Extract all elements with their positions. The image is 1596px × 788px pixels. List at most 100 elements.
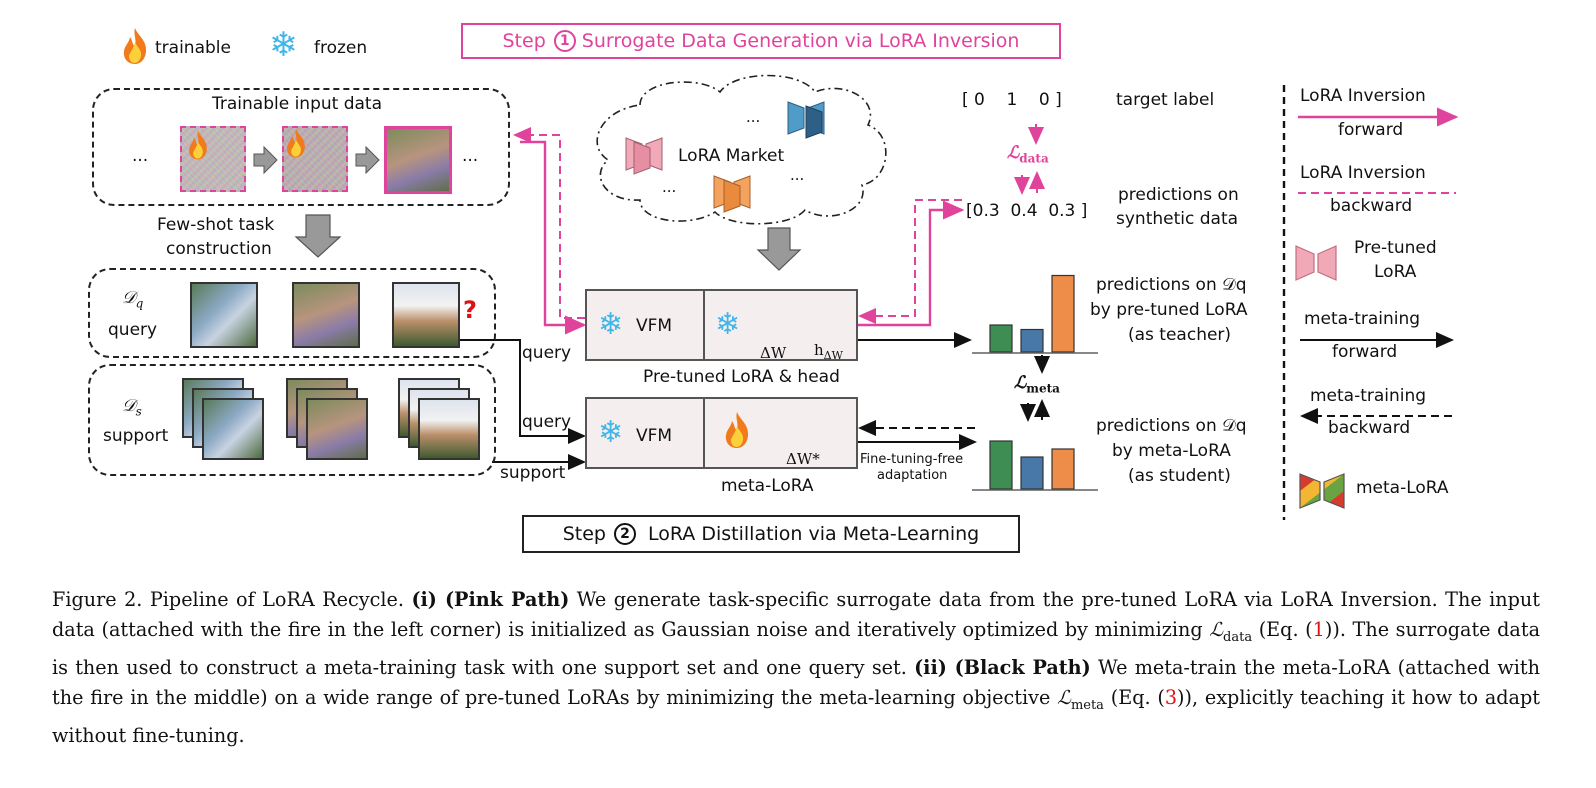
caption-black-path: (ii) (Black Path) (914, 655, 1091, 679)
market-dots-3: ... (790, 166, 805, 184)
ellipsis-left: ... (132, 146, 149, 166)
ellipsis-right: ... (462, 146, 479, 166)
key-pretuned-line2: LoRA (1374, 262, 1417, 282)
fine-tuning-label-line2: adaptation (877, 468, 948, 483)
student-bar-3 (1051, 448, 1075, 490)
snowflake-icon: ❄ (715, 307, 741, 342)
key-meta-lora-label: meta-LoRA (1356, 478, 1449, 498)
pretuned-vfm-label: VFM (636, 316, 673, 336)
step1-prefix: Step (502, 30, 546, 52)
noise-image-1 (180, 126, 246, 192)
prediction-label-line1: predictions on (1118, 185, 1239, 205)
query-set-symbol-char: 𝒟 (122, 288, 136, 308)
fire-icon (284, 128, 308, 162)
query-edge-label-2: query (522, 412, 572, 432)
pretuned-vfm-box (585, 289, 705, 361)
key-meta-forward-line1: meta-training (1304, 309, 1421, 329)
caption-part-1: Figure 2. Pipeline of LoRA Recycle. (52, 588, 412, 611)
loss-meta-char: ℒ (1014, 373, 1027, 393)
figure-caption: Figure 2. Pipeline of LoRA Recycle. (i) … (52, 585, 1540, 751)
teacher-bar-2 (1020, 328, 1044, 353)
query-set-symbol-sub: q (135, 296, 144, 311)
query-question-mark: ? (463, 296, 477, 324)
caption-part-6: )). The surrogate data is then used to c… (52, 618, 1541, 679)
meta-vfm-label: VFM (636, 426, 673, 446)
snowflake-icon: ❄ (269, 25, 298, 65)
loss-meta-sub: meta (1026, 381, 1060, 396)
query-image-1 (190, 282, 258, 348)
teacher-bar-3 (1051, 274, 1075, 353)
support-set-symbol-char: 𝒟 (122, 396, 136, 416)
loss-data-char: ℒ (1007, 143, 1020, 163)
progress-arrow-2 (355, 145, 380, 175)
few-shot-label-line1: Few-shot task (157, 215, 275, 235)
meta-vfm-box (585, 397, 705, 469)
synthetic-image (384, 126, 452, 194)
caption-loss-data: ℒ (1209, 618, 1224, 641)
student-bar-2 (1020, 456, 1044, 490)
few-shot-label-line2: construction (166, 239, 272, 259)
key-meta-lora-icon (1299, 473, 1345, 509)
step1-number: 1 (553, 30, 576, 52)
loss-meta-symbol: ℒmeta (1014, 373, 1060, 396)
key-pretuned-line1: Pre-tuned (1354, 238, 1437, 258)
caption-loss-meta: ℒ (1057, 685, 1071, 709)
inversion-forward-to-pred (858, 200, 965, 327)
head-h-char: h (814, 341, 824, 359)
meta-caption: meta-LoRA (721, 476, 814, 496)
head-h-sub: ΔW (823, 349, 843, 362)
market-dots-2: ... (662, 178, 677, 196)
step2-prefix: Step (562, 523, 606, 545)
pretuned-lora-head-box (703, 289, 858, 361)
delta-w-star-label: ΔW* (786, 450, 820, 468)
query-set-group (88, 268, 496, 358)
caption-ref-2[interactable]: 3 (1164, 685, 1178, 709)
fire-icon (120, 28, 150, 64)
caption-part-11: )), explicitly teaching it how to adapt … (52, 685, 1540, 747)
loss-data-symbol: ℒdata (1007, 143, 1049, 166)
student-label-line3: (as student) (1128, 466, 1231, 486)
query-image-3 (392, 282, 460, 348)
support-image-1c (202, 398, 264, 460)
head-delta-w-label: hΔW (814, 341, 843, 362)
target-label: target label (1116, 90, 1215, 110)
teacher-prediction-chart (989, 274, 1075, 353)
market-dots-1: ... (746, 108, 761, 126)
trainable-input-group (92, 88, 510, 206)
query-image-2 (292, 282, 360, 348)
support-set-label: support (103, 426, 169, 446)
inversion-forward-to-vfm (520, 140, 587, 335)
key-pretuned-lora-icon (1295, 245, 1337, 281)
teacher-label-line3: (as teacher) (1128, 325, 1232, 345)
caption-part-10: (Eq. ( (1103, 685, 1165, 709)
key-meta-backward-line1: meta-training (1310, 386, 1427, 406)
market-lora-orange (713, 175, 751, 213)
support-set-symbol: 𝒟s (122, 396, 142, 418)
snowflake-icon: ❄ (598, 415, 624, 450)
student-prediction-chart (989, 440, 1075, 490)
key-inversion-backward-line2: backward (1330, 196, 1413, 216)
query-edge-label-1: query (522, 343, 572, 363)
key-inversion-backward-line1: LoRA Inversion (1300, 163, 1426, 183)
progress-arrow-1 (253, 145, 278, 175)
delta-w-label: ΔW (760, 344, 787, 362)
lora-market-label: LoRA Market (678, 146, 785, 166)
query-set-symbol: 𝒟q (122, 288, 144, 311)
support-edge-label: support (500, 463, 566, 483)
fire-icon (722, 412, 752, 452)
caption-ref-1[interactable]: 1 (1312, 618, 1325, 641)
step1-title: Surrogate Data Generation via LoRA Inver… (581, 30, 1020, 52)
student-label-line1: predictions on 𝒟q (1096, 416, 1247, 436)
student-bar-1 (989, 440, 1013, 490)
inversion-backward-to-head (858, 199, 962, 324)
key-inversion-forward-line1: LoRA Inversion (1300, 86, 1426, 106)
caption-loss-meta-sub: meta (1070, 697, 1104, 713)
loss-data-sub: data (1019, 151, 1049, 166)
noise-image-2 (282, 126, 348, 192)
fine-tuning-label-line1: Fine-tuning-free (860, 452, 964, 467)
key-meta-forward-line2: forward (1332, 342, 1398, 362)
fire-icon (186, 130, 210, 164)
trainable-input-title: Trainable input data (212, 94, 383, 114)
